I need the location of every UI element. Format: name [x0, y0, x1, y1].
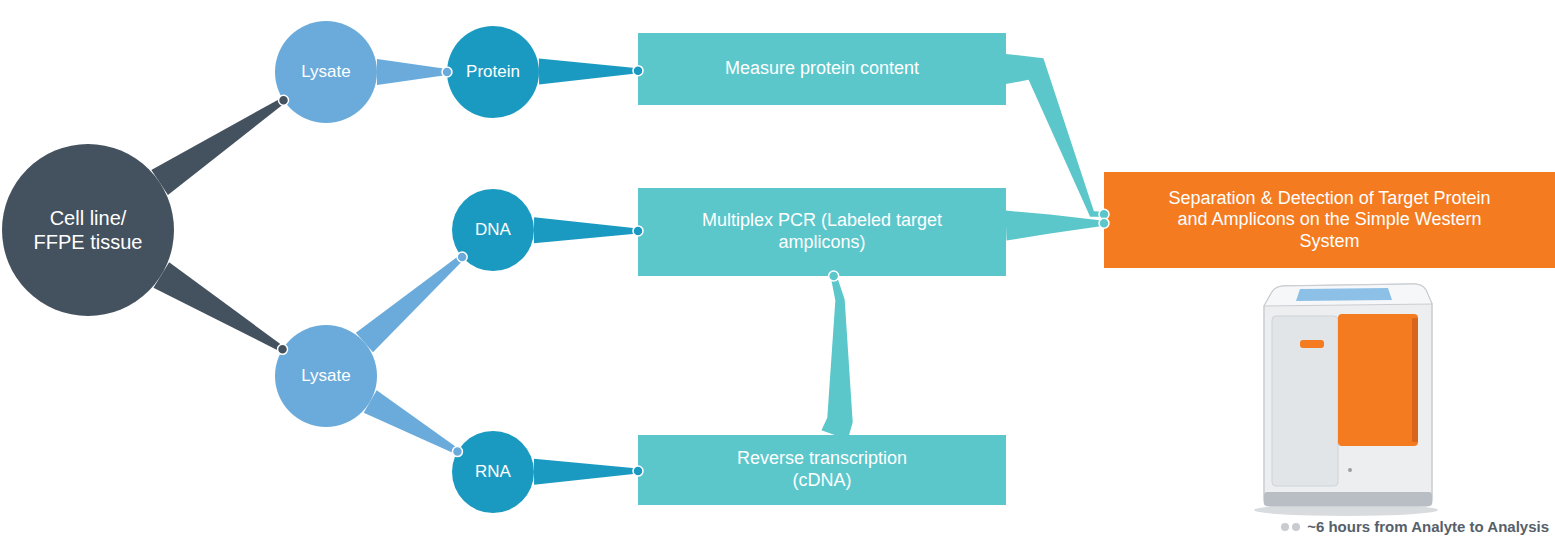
lysate-circle: Lysate: [275, 21, 377, 123]
timing-note: ~6 hours from Analyte to Analysis: [1307, 518, 1549, 535]
node-label: Measure protein content: [725, 58, 919, 80]
analyte-circle: RNA: [452, 431, 534, 513]
node-label: Lysate: [301, 62, 350, 82]
node-label: RNA: [475, 462, 511, 482]
connector-dot: [452, 447, 462, 457]
wes-instrument: [1254, 284, 1438, 516]
connector-dot: [1099, 218, 1109, 228]
circle-shape: [275, 21, 377, 123]
connector-dot: [633, 466, 643, 476]
tapered-connector: [364, 390, 459, 454]
result-box: Separation & Detection of Target Protein…: [1104, 172, 1555, 268]
bullet-dot: [1292, 523, 1300, 531]
tapered-connector: [821, 275, 852, 440]
bullet-dot: [1281, 523, 1289, 531]
tapered-connector: [153, 262, 284, 352]
process-box: Measure protein content: [638, 33, 1006, 105]
process-box: Multiplex PCR (Labeled target amplicons): [638, 188, 1006, 276]
source-circle: Cell line/ FFPE tissue: [2, 144, 174, 316]
instrument-window: [1296, 288, 1392, 301]
instrument-body: [1264, 284, 1432, 506]
note-label: ~6 hours from Analyte to Analysis: [1280, 518, 1549, 535]
node-label: Reverse transcription (cDNA): [707, 448, 937, 491]
instrument-left-panel: [1272, 316, 1338, 486]
connector-dot: [279, 95, 289, 105]
node-label: Multiplex PCR (Labeled target amplicons): [697, 210, 947, 253]
instrument-door-edge: [1412, 318, 1418, 442]
connector-dot: [633, 226, 643, 236]
tapered-connector: [377, 59, 447, 85]
analyte-circle: Protein: [447, 26, 539, 118]
node-label: Cell line/ FFPE tissue: [26, 206, 150, 254]
node-label: Separation & Detection of Target Protein…: [1165, 188, 1495, 253]
tapered-connector: [151, 98, 285, 195]
circle-shape: [275, 325, 377, 427]
tapered-connector: [539, 59, 638, 85]
node-label: DNA: [475, 220, 511, 240]
instrument-door: [1338, 314, 1418, 446]
tapered-connector: [534, 459, 638, 485]
instrument-button: [1348, 468, 1352, 472]
connector-dot: [442, 67, 452, 77]
circle-outline: [2, 144, 174, 316]
tapered-connector: [1005, 211, 1104, 241]
node-label: Lysate: [301, 366, 350, 386]
node-label: Protein: [466, 62, 520, 82]
tapered-connector: [356, 255, 464, 352]
circle-shape: [2, 144, 174, 316]
connector-dot: [633, 66, 643, 76]
process-box: Reverse transcription (cDNA): [638, 435, 1006, 505]
connector-dot: [278, 344, 288, 354]
connector-dot: [829, 271, 839, 281]
bullet-dots: [1280, 522, 1302, 532]
circle-shape: [447, 26, 539, 118]
tapered-connector: [534, 217, 638, 243]
connector-dot: [457, 252, 467, 262]
circle-shape: [452, 189, 534, 271]
circle-shape: [452, 431, 534, 513]
instrument-top: [1264, 284, 1432, 306]
lysate-circle: Lysate: [275, 325, 377, 427]
instrument-base: [1264, 492, 1432, 506]
instrument-logo: [1300, 340, 1324, 348]
tapered-connector: [1006, 54, 1104, 217]
